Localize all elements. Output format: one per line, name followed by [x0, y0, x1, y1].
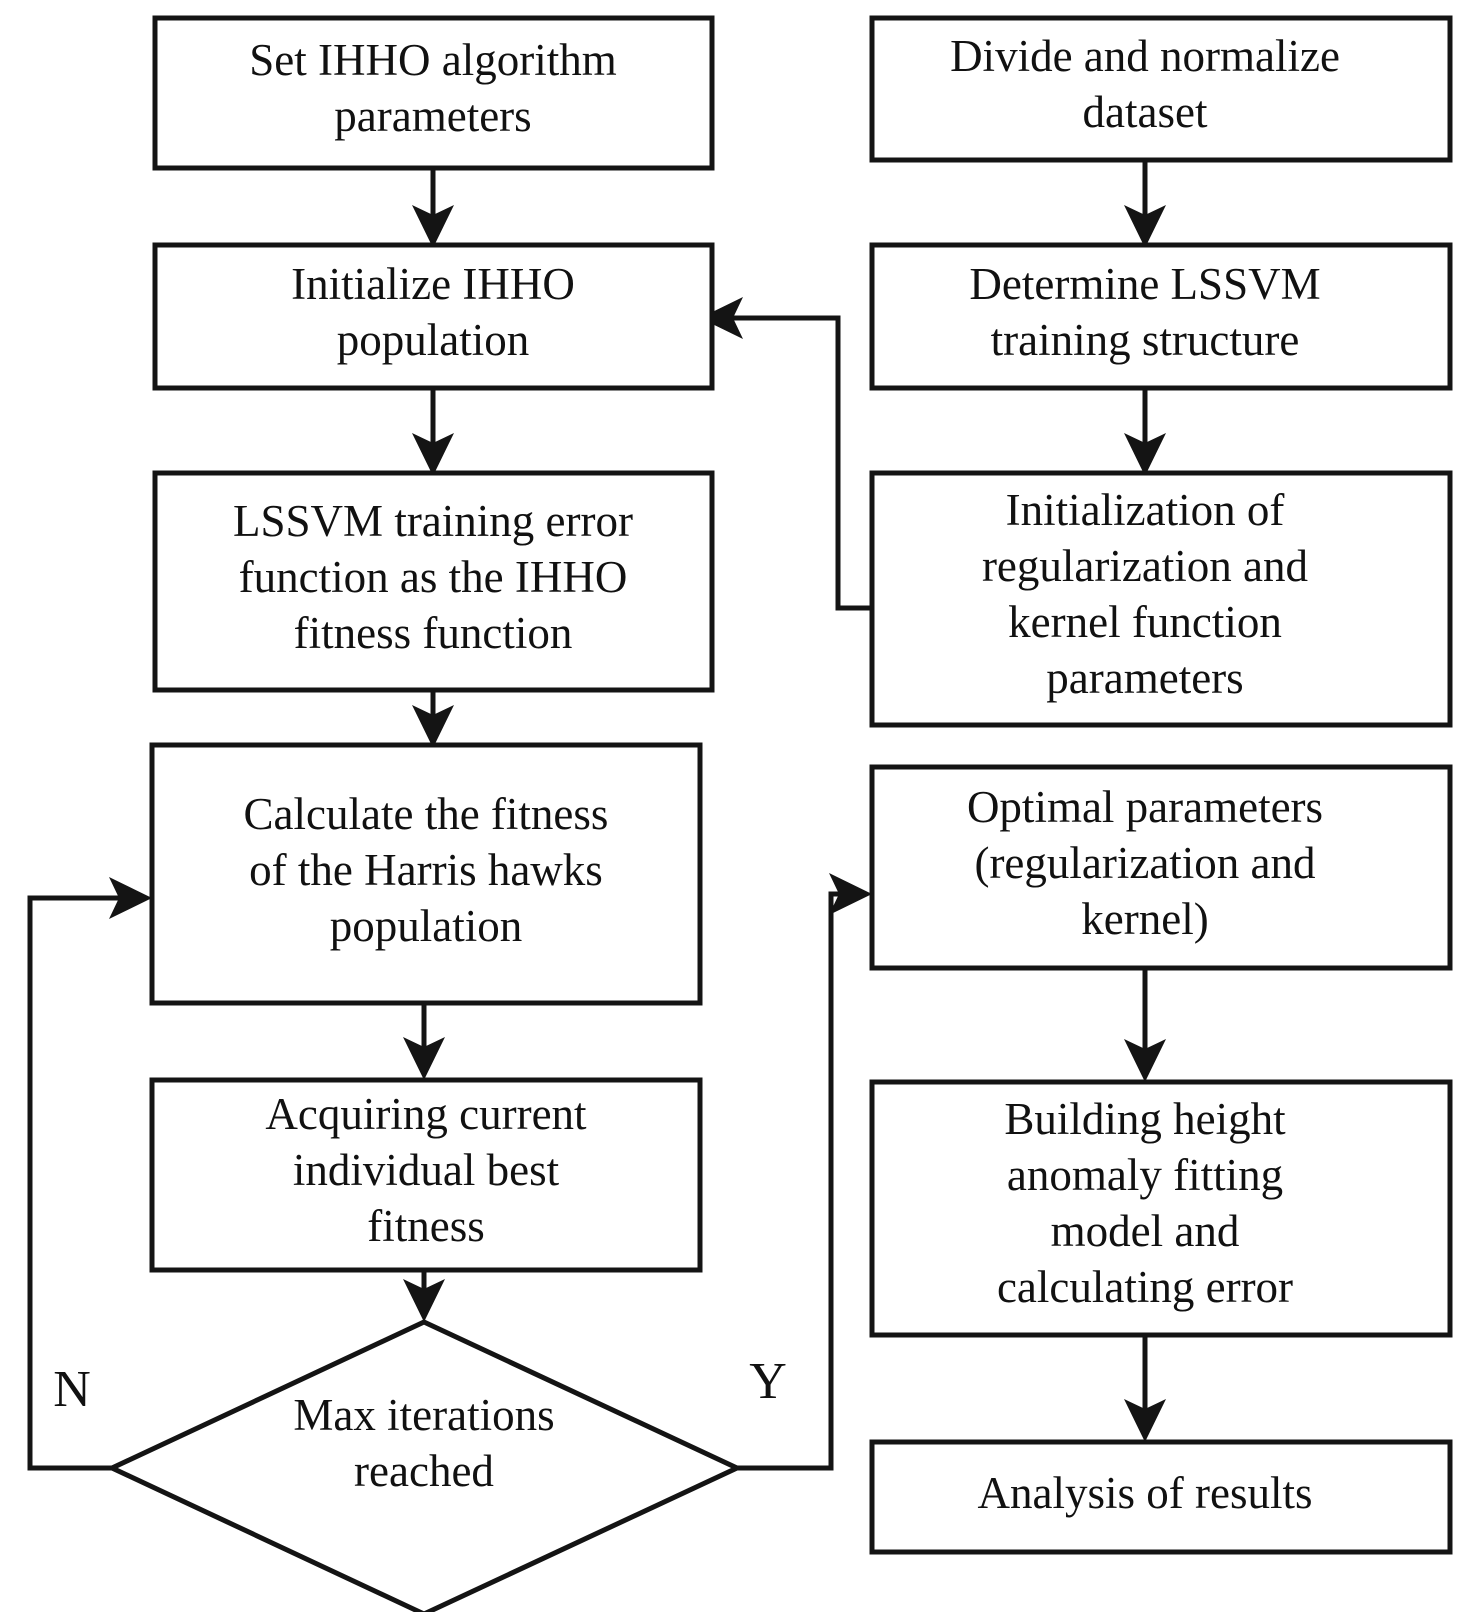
edge-init-reg-to-init-pop: [700, 297, 872, 611]
branch-label-yes: Y: [749, 1353, 787, 1410]
edge-max-iter-no-to-calc-fitness: [27, 877, 152, 1471]
branch-label-no: N: [53, 1361, 91, 1418]
edge-calc-fitness-to-acquire-best: [403, 1003, 445, 1080]
edge-acquire-best-to-max-iter: [403, 1270, 445, 1322]
node-analysis-of-results-label: Analysis of results: [978, 1468, 1313, 1518]
edge-build-model-to-analysis: [1124, 1335, 1166, 1442]
edge-set-params-to-init-pop: [412, 168, 454, 248]
edge-divide-norm-to-determine-struct: [1124, 160, 1166, 248]
node-analysis-of-results[interactable]: Analysis of results: [869, 1439, 1453, 1555]
edge-optimal-params-to-build-model: [1124, 968, 1166, 1082]
edge-determine-struct-to-init-reg: [1124, 388, 1166, 476]
edge-max-iter-yes-to-optimal-params: [737, 873, 872, 1471]
edge-fitness-fn-to-calc-fitness: [412, 690, 454, 748]
edge-init-pop-to-fitness-fn: [412, 388, 454, 476]
